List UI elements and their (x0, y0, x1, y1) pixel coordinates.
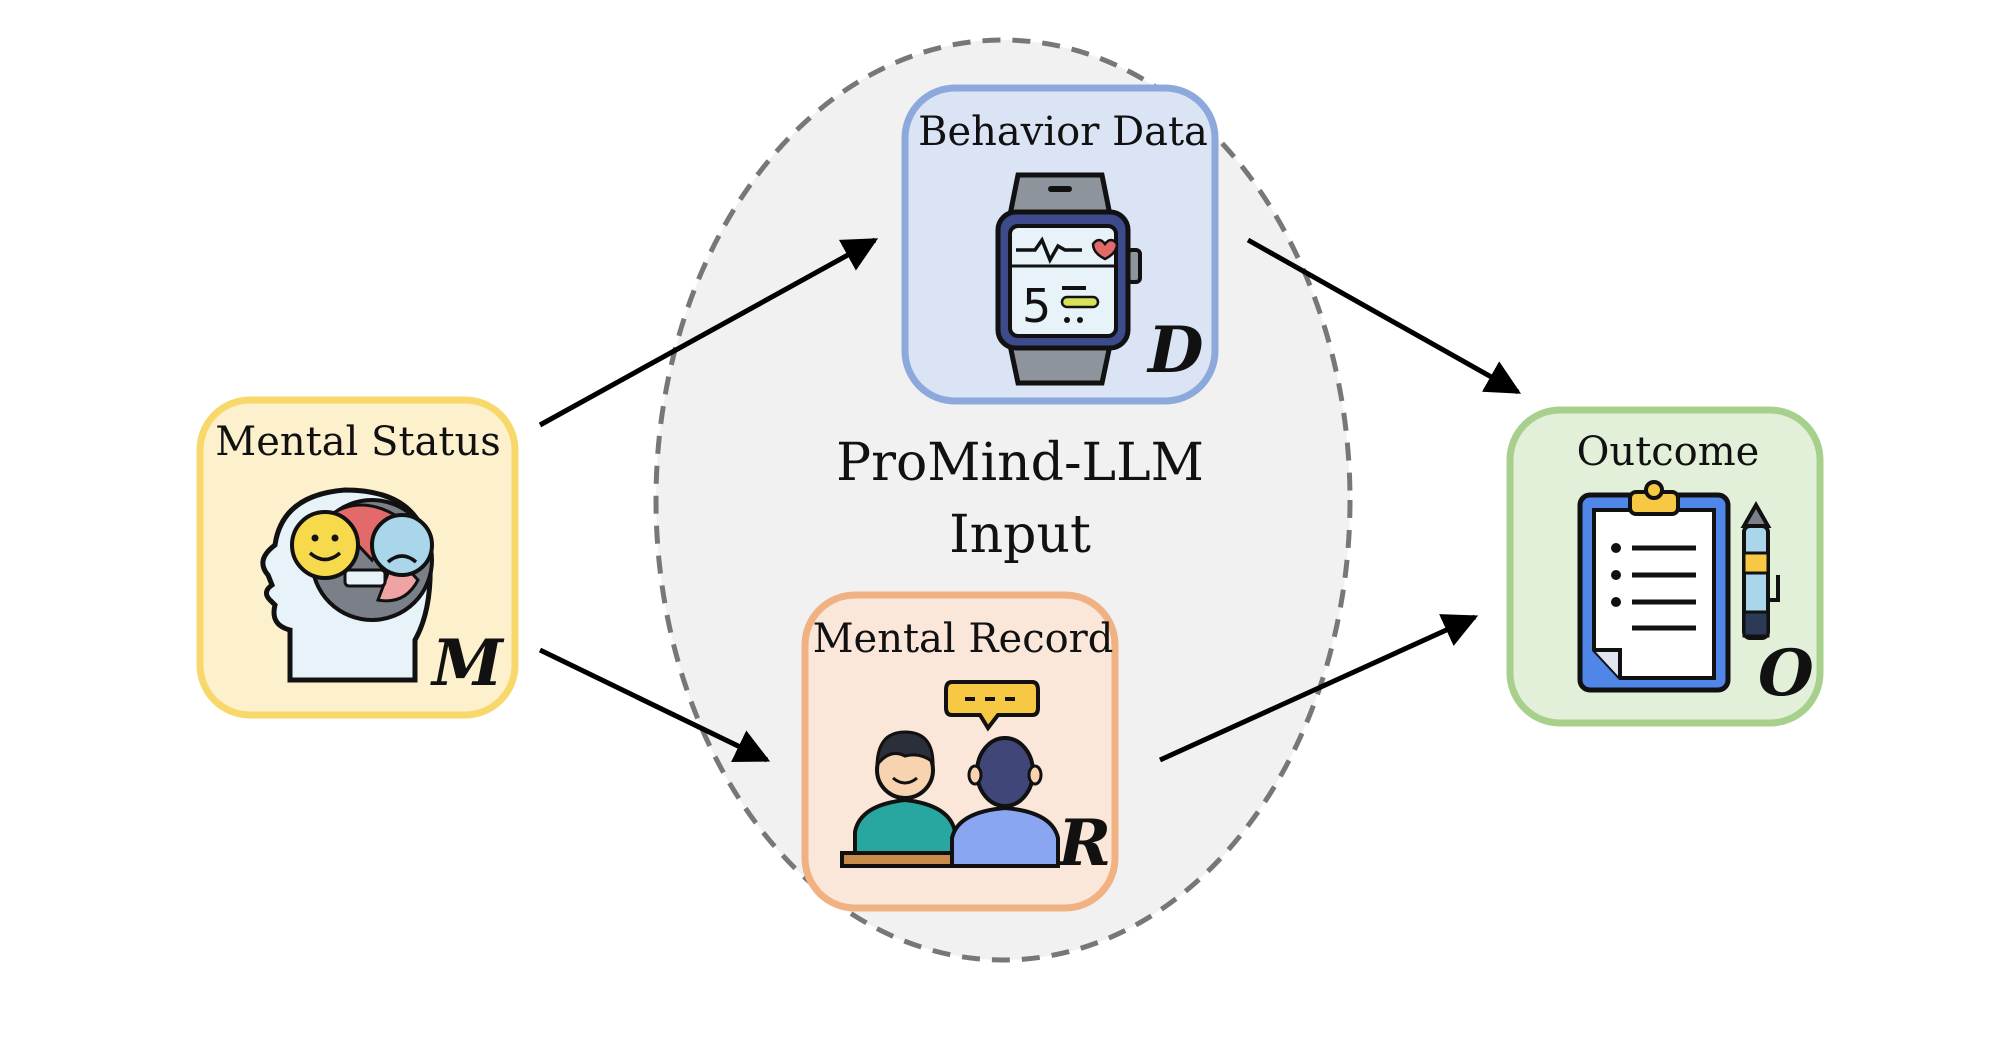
node-mental-record: Mental Record R (801, 591, 1119, 912)
node-title-behavior: Behavior Data (918, 109, 1208, 155)
arrow-status-to-record (538, 647, 771, 763)
center-label-line2: Input (949, 505, 1091, 565)
node-title-outcome: Outcome (1577, 429, 1760, 475)
symbol-d: D (1146, 313, 1204, 388)
node-behavior-data: Behavior Data 5 D (901, 84, 1219, 405)
smartwatch-icon: 5 (995, 172, 1142, 386)
counseling-icon (840, 680, 1060, 868)
center-label-line1: ProMind-LLM (836, 433, 1204, 493)
arrow-record-to-outcome (1158, 614, 1479, 763)
node-outcome: Outcome O (1506, 406, 1824, 727)
node-title-record: Mental Record (813, 616, 1114, 662)
node-mental-status: Mental Status M (196, 396, 519, 719)
symbol-o: O (1758, 636, 1814, 711)
node-title-mental-status: Mental Status (215, 419, 501, 465)
symbol-r: R (1056, 806, 1111, 881)
symbol-m: M (430, 626, 505, 701)
clipboard-icon (1577, 480, 1780, 693)
arrow-behavior-to-outcome (1246, 237, 1522, 395)
arrow-status-to-behavior (538, 237, 879, 428)
head-emotions-icon (260, 487, 434, 683)
svg-text:5: 5 (1022, 279, 1051, 333)
